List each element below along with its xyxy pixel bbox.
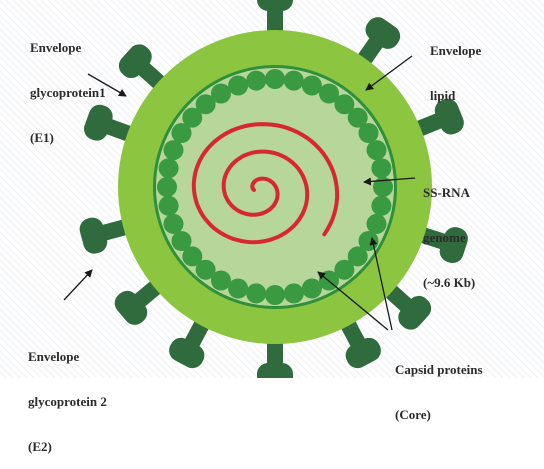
- label-e1-line2: glycoprotein1: [30, 85, 106, 100]
- capsid-protein: [159, 196, 179, 216]
- label-e2-line1: Envelope: [28, 349, 107, 364]
- label-e1-line3: (E1): [30, 130, 106, 145]
- label-rna-line1: SS-RNA: [423, 185, 475, 200]
- capsid-protein: [265, 285, 285, 305]
- label-e1-line1: Envelope: [30, 40, 106, 55]
- label-rna-line3: (~9.6 Kb): [423, 275, 475, 290]
- capsid-protein: [157, 177, 177, 197]
- label-ss-rna-genome: SS-RNA genome (~9.6 Kb): [423, 155, 475, 305]
- spike-head: [257, 0, 293, 11]
- label-e2-line3: (E2): [28, 439, 107, 454]
- capsid-protein: [164, 140, 184, 160]
- capsid-protein: [164, 214, 184, 234]
- capsid-protein: [246, 283, 266, 303]
- capsid-protein: [172, 231, 192, 251]
- capsid-protein: [367, 214, 387, 234]
- capsid-protein: [284, 71, 304, 91]
- label-lipid-line1: Envelope: [430, 43, 481, 58]
- label-capsid-line2: (Core): [395, 407, 483, 422]
- background-stripe: [524, 0, 544, 378]
- capsid-protein: [211, 84, 231, 104]
- capsid-protein: [265, 69, 285, 89]
- label-lipid-line2: lipid: [430, 88, 481, 103]
- background-stripe: [482, 0, 544, 378]
- capsid-protein: [302, 76, 322, 96]
- spike-head: [257, 363, 293, 378]
- label-envelope-glycoprotein1: Envelope glycoprotein1 (E1): [30, 10, 106, 160]
- label-envelope-lipid: Envelope lipid: [430, 13, 481, 118]
- capsid-protein: [371, 158, 391, 178]
- capsid-protein: [246, 71, 266, 91]
- label-e2-line2: glycoprotein 2: [28, 394, 107, 409]
- capsid-protein: [359, 123, 379, 143]
- capsid-protein: [228, 279, 248, 299]
- spike-head: [77, 215, 109, 256]
- label-rna-line2: genome: [423, 230, 475, 245]
- capsid-protein: [367, 140, 387, 160]
- capsid-protein: [228, 76, 248, 96]
- background-stripe: [0, 0, 20, 378]
- capsid-protein: [371, 196, 391, 216]
- capsid-protein: [159, 158, 179, 178]
- capsid-protein: [302, 279, 322, 299]
- label-envelope-glycoprotein2: Envelope glycoprotein 2 (E2): [28, 319, 107, 469]
- capsid-protein: [284, 283, 304, 303]
- label-capsid-line1: Capsid proteins: [395, 362, 483, 377]
- label-capsid-proteins: Capsid proteins (Core): [395, 332, 483, 437]
